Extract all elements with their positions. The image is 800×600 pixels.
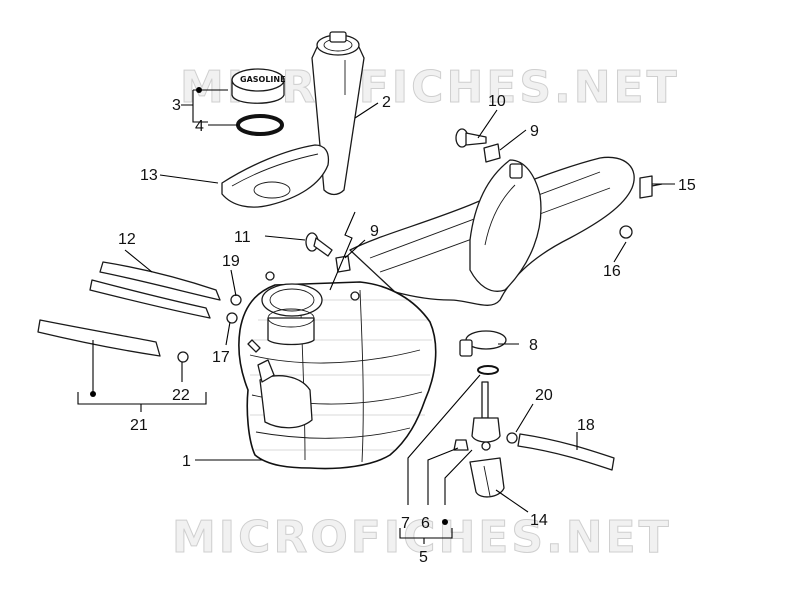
clip-nut-9-upper (483, 143, 501, 163)
callout-7: 7 (401, 515, 410, 532)
callout-3: 3 (172, 97, 181, 114)
bolt-11 (305, 232, 333, 257)
callout-21: 21 (130, 417, 148, 434)
band-clamp-8 (459, 330, 507, 357)
filler-tray (221, 144, 330, 208)
clamp-22 (177, 351, 189, 363)
callout-10: 10 (488, 93, 506, 110)
hose-12 (89, 261, 221, 319)
fuel-tank-body (238, 156, 635, 470)
callout-1: 1 (182, 453, 191, 470)
clamp-20 (506, 432, 518, 444)
o-ring-7 (477, 365, 499, 375)
clamp-19 (230, 294, 242, 306)
callout-14: 14 (530, 512, 548, 529)
callout-8: 8 (529, 337, 538, 354)
cap-label: GASOLINE (240, 75, 286, 84)
callout-labels: 3 4 2 13 11 9 10 9 15 16 12 19 17 22 21 … (118, 93, 696, 566)
callout-22: 22 (172, 387, 190, 404)
callout-19: 19 (222, 253, 240, 270)
callout-13: 13 (140, 167, 158, 184)
callout-16: 16 (603, 263, 621, 280)
bolt-10 (455, 128, 487, 148)
callout-20: 20 (535, 387, 553, 404)
screw-6 (453, 439, 469, 451)
callout-5: 5 (419, 549, 428, 566)
callout-4: 4 (195, 118, 204, 135)
hose-18 (517, 433, 615, 471)
callout-9-lower: 9 (370, 223, 379, 240)
callout-15: 15 (678, 177, 696, 194)
callout-12: 12 (118, 231, 136, 248)
callout-18: 18 (577, 417, 595, 434)
filter-cup-14 (469, 457, 505, 498)
fuel-cap: GASOLINE (231, 68, 286, 104)
fuel-valve-5 (471, 381, 501, 451)
clip-15 (639, 175, 663, 199)
callout-2: 2 (382, 94, 391, 111)
nut-16 (619, 225, 633, 239)
leader-lines (77, 87, 675, 544)
callout-6: 6 (421, 515, 430, 532)
callout-17: 17 (212, 349, 230, 366)
hose-21 (37, 319, 161, 357)
callout-11: 11 (234, 229, 251, 246)
callout-9-upper: 9 (530, 123, 539, 140)
watermark-bottom: MICROFICHES.NET (172, 512, 672, 563)
clamp-17 (226, 312, 238, 324)
cap-gasket (236, 114, 284, 136)
